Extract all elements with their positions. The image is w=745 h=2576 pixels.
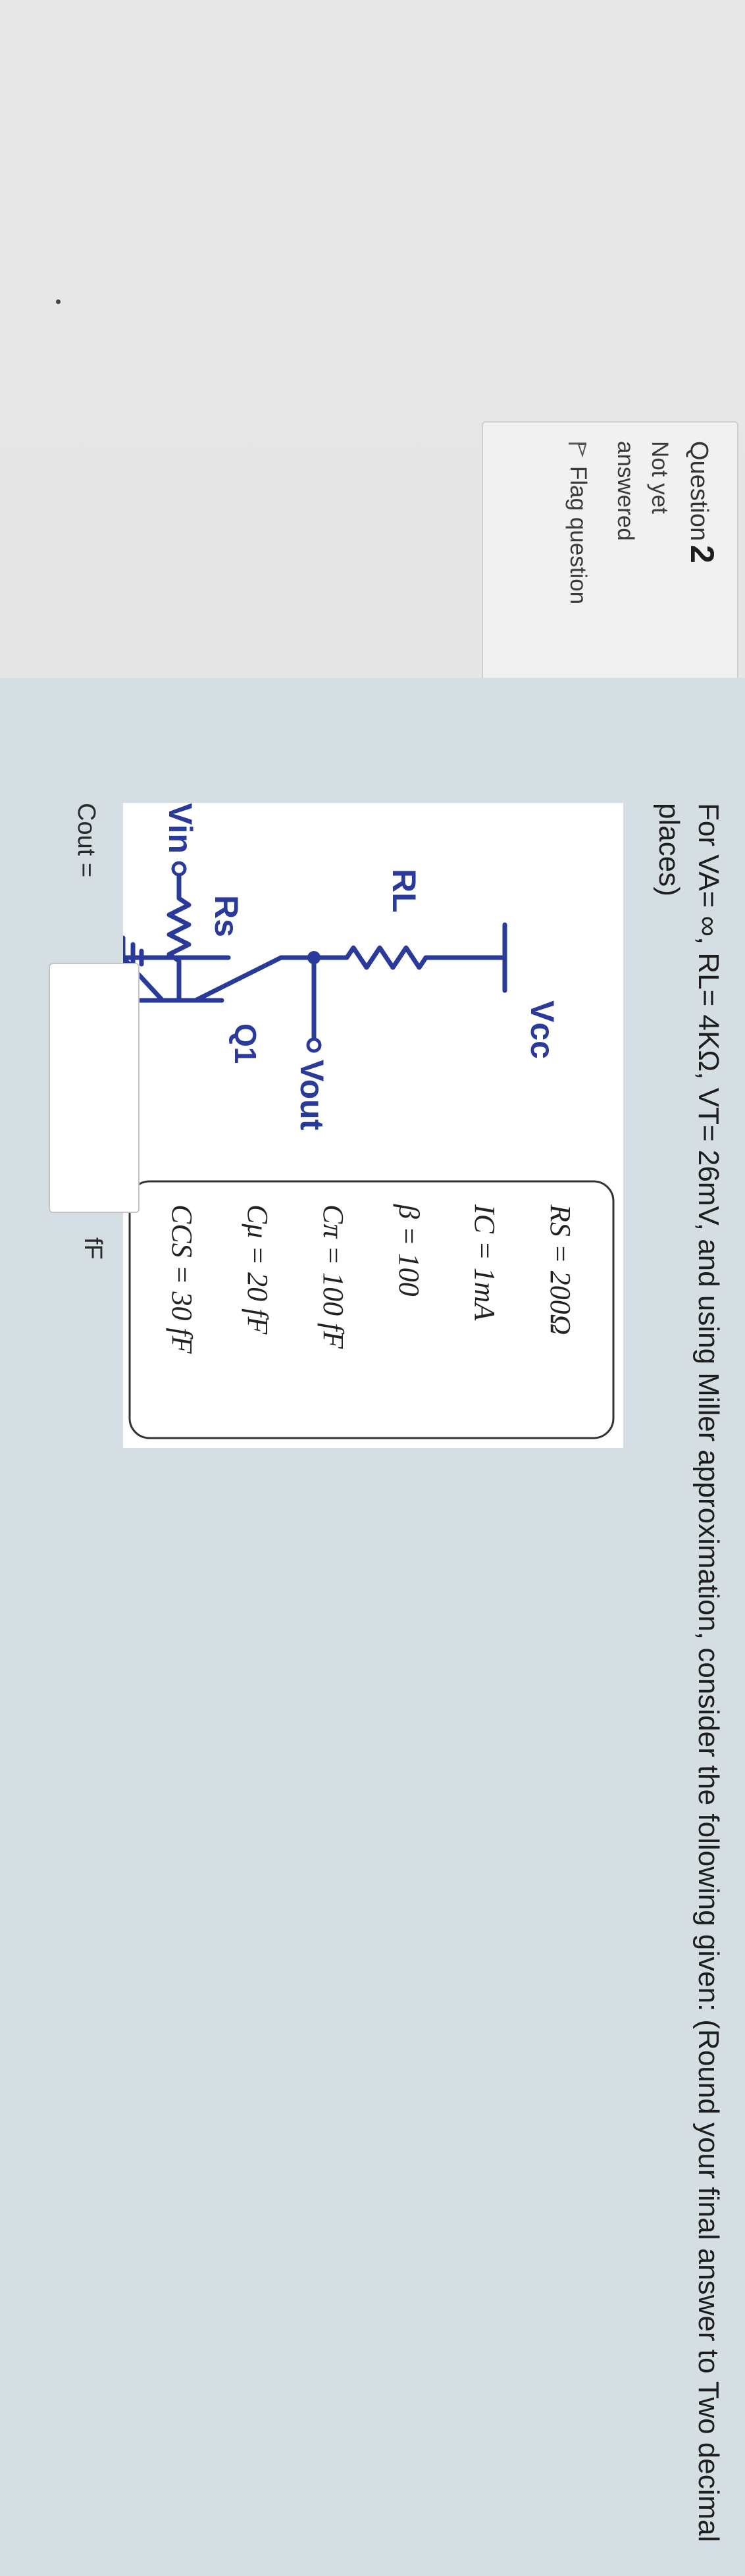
vout-terminal [306,1037,322,1053]
given-values-box: RS = 200Ω IC = 1mA β = 100 Cπ = 100 fF C… [128,1180,615,1439]
collector-lead [193,955,284,1003]
question-text: For VA= ∞, RL= 4KΩ, VT= 26mV, and using … [653,803,725,2542]
cout-input[interactable] [49,963,140,1213]
cout-label: Cout = [72,803,100,878]
vin-wire [167,873,192,1003]
given-beta: β = 100 [393,1204,425,1297]
rl-label: RL [386,869,423,913]
vcc-label: Vcc [524,1000,561,1059]
page-speck [56,299,61,304]
given-ic: IC = 1mA [469,1204,501,1321]
cout-unit: fF [79,1237,107,1260]
question-status: Not yet answered [613,441,673,541]
vout-label: Vout [294,1060,330,1131]
question-number: Question 2 [683,441,721,666]
collector-node [307,951,321,964]
rs-label: Rs [208,895,245,937]
given-rs: RS = 200Ω [544,1204,577,1335]
circuit-diagram: Vcc RL Rs Vin Q1 Vout RS = 200Ω IC = 1mA… [123,803,623,1448]
question-label: Question [685,441,713,542]
flag-question-link[interactable]: Flag question [565,441,591,666]
answer-row: Cout = fF [8,803,140,1593]
given-values-border [128,1180,615,1439]
question-number-value: 2 [684,545,721,563]
q1-label: Q1 [228,1023,263,1064]
vin-terminal [171,861,187,877]
vin-label: Vin [162,803,199,854]
rl-resistor [311,945,435,970]
question-info-panel: Question 2 Not yet answered Flag question [482,421,738,686]
given-cmu: Cμ = 20 fF [242,1204,274,1335]
given-cpi: Cπ = 100 fF [317,1204,349,1349]
flag-question-label: Flag question [565,466,591,605]
flag-icon [569,442,587,458]
given-ccs: CCS = 30 fF [166,1204,198,1354]
